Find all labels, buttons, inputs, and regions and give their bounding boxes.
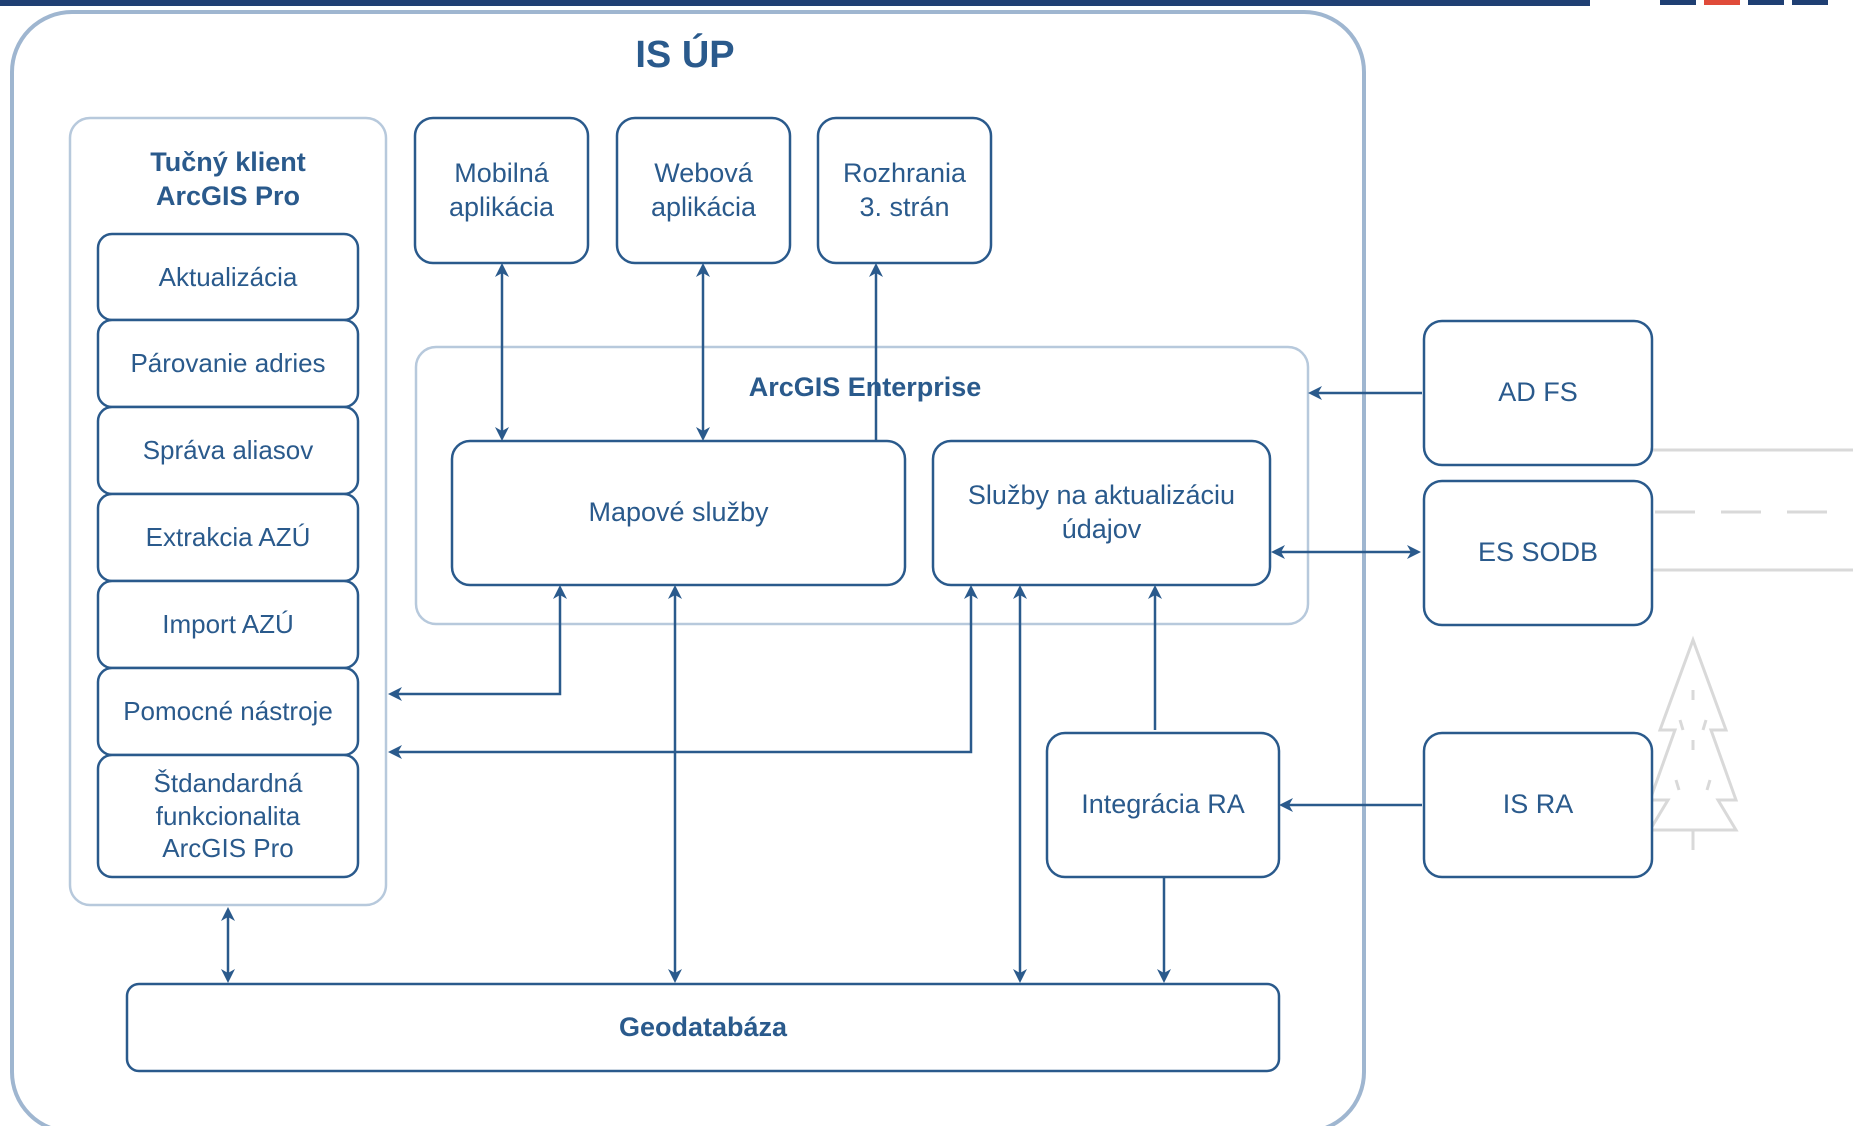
module-label-standard: Štdandardná funkcionalita ArcGIS Pro: [153, 768, 303, 864]
integration-ra-box: [1045, 731, 1281, 879]
enterprise-title: ArcGIS Enterprise: [748, 372, 982, 403]
is-up-frame: [10, 10, 1366, 1126]
map-services-box: [450, 439, 907, 587]
arrow-update-thickclient: [388, 585, 978, 759]
top-bar: [0, 0, 1828, 6]
update-services-box: [931, 439, 1272, 587]
geodatabase-label: Geodatabáza: [618, 1011, 788, 1042]
module-label-parovanie: Párovanie adries: [130, 348, 326, 379]
module-label-aktualizacia: Aktualizácia: [158, 261, 298, 292]
es-sodb-box: [1422, 479, 1654, 627]
module-label-extrakcia: Extrakcia AZÚ: [145, 522, 311, 553]
module-label-import: Import AZÚ: [162, 609, 294, 640]
web-app-label: Webová aplikácia: [650, 157, 757, 222]
is-ra-box: [1422, 731, 1654, 879]
tree-icon: [1647, 635, 1739, 850]
module-label-sprava: Správa aliasov: [142, 435, 314, 466]
third-party-label: Rozhrania 3. strán: [842, 157, 967, 222]
mobile-app-label: Mobilná aplikácia: [448, 157, 555, 222]
third-party-box: [816, 116, 993, 265]
module-label-pomocne: Pomocné nástroje: [123, 696, 333, 727]
diagram-title: IS ÚP: [635, 34, 735, 77]
external-boxes: [1422, 319, 1654, 879]
integration-ra-label: Integrácia RA: [1081, 789, 1245, 820]
ad-fs-label: AD FS: [1498, 377, 1578, 408]
map-services-label: Mapové služby: [588, 497, 769, 528]
thick-client-module-boxes: [96, 232, 360, 879]
thick-client-frame: [68, 116, 388, 907]
ad-fs-box: [1422, 319, 1654, 467]
thick-client-title: Tučný klient ArcGIS Pro: [150, 147, 306, 211]
es-sodb-label: ES SODB: [1477, 537, 1599, 568]
connectors: [221, 263, 1422, 983]
geodatabase-box: [125, 982, 1281, 1073]
background-road-decoration: [1650, 448, 1853, 572]
module-box-standard: [96, 753, 360, 879]
update-services-label: Služby na aktualizáciu údajov: [967, 480, 1236, 544]
is-ra-label: IS RA: [1502, 789, 1574, 820]
